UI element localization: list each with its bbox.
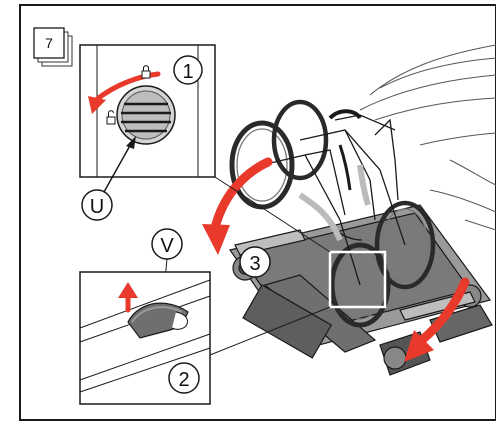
step-badge: 7 xyxy=(33,27,73,67)
lock-knob xyxy=(116,85,176,145)
padlock-closed-icon xyxy=(141,65,151,79)
callout-3-label: 3 xyxy=(249,253,260,275)
label-u-text: U xyxy=(90,196,104,218)
callout-1-label: 1 xyxy=(182,61,193,83)
callout-3: 3 xyxy=(239,246,271,278)
detail-highlight-box xyxy=(328,250,387,309)
inset-lock: 1 xyxy=(79,44,216,193)
tilt-arrow-left-head xyxy=(202,224,230,255)
callout-1: 1 xyxy=(173,55,203,85)
callout-2-label: 2 xyxy=(178,369,189,391)
unlock-rotate-arrow-head xyxy=(88,96,106,114)
inset-lever: 2 xyxy=(79,271,211,405)
lock-leader-line xyxy=(214,176,331,253)
tilt-arrow-right-head xyxy=(404,330,434,362)
callout-2: 2 xyxy=(168,362,200,394)
detail-leader-line xyxy=(209,306,331,356)
lift-arrow-head xyxy=(118,282,138,298)
label-u: U xyxy=(81,189,113,221)
pointer-u xyxy=(103,141,133,193)
pointer-u-head xyxy=(126,136,136,149)
carrier-base xyxy=(229,204,493,376)
padlock-open-icon xyxy=(106,110,116,125)
step-number: 7 xyxy=(45,35,53,51)
release-lever xyxy=(127,302,189,339)
car-outline xyxy=(359,44,496,231)
unlock-rotate-arrow xyxy=(93,71,161,103)
label-v-text: V xyxy=(160,235,174,257)
